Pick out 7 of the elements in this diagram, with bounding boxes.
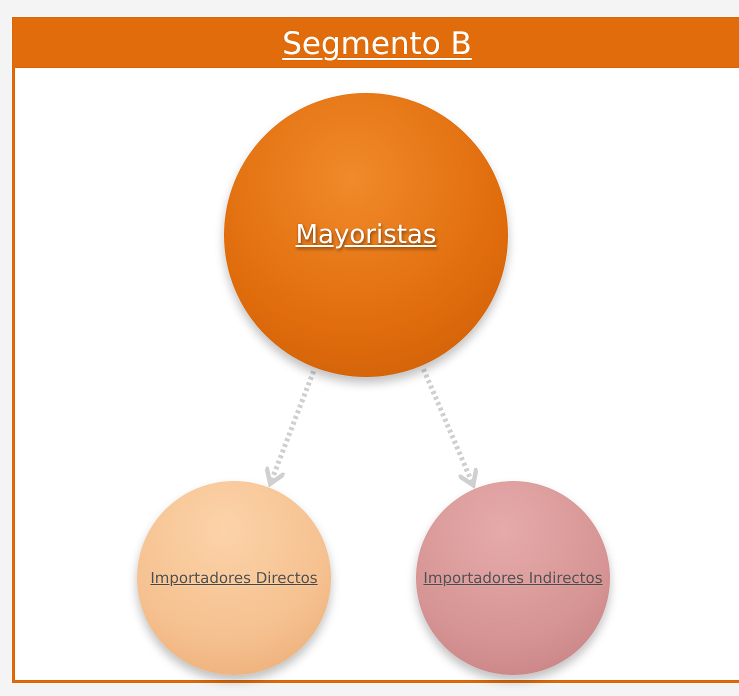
segment-panel (12, 17, 739, 683)
panel-title: Segmento B (282, 26, 472, 62)
node-label: Importadores Indirectos (423, 569, 603, 587)
dotted-arrow (421, 368, 479, 488)
node-label: Mayoristas (296, 220, 436, 250)
dotted-arrow (264, 370, 316, 486)
node-label: Importadores Directos (150, 569, 318, 587)
